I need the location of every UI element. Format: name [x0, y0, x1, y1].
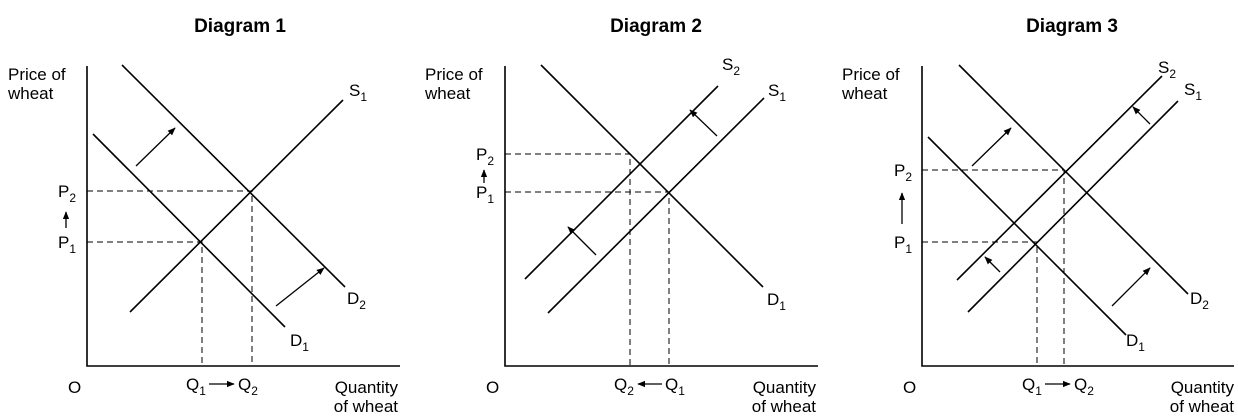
diagram-1: Diagram 1 Price of wheat O Quantity of w…: [7, 16, 400, 416]
diagram-3-curve-label-s1: S1: [1184, 80, 1202, 103]
diagram-2-x-axis-label-line-1: Quantity: [753, 378, 817, 397]
diagram-3-x-axis-label-line-1: Quantity: [1171, 378, 1235, 397]
diagram-3-y-axis-label-line-2: wheat: [841, 84, 888, 103]
diagram-1-curve-label-d1: D1: [290, 331, 309, 354]
diagram-1-quantity-label-q2: Q2: [238, 375, 258, 398]
diagram-3-curve-label-s2: S2: [1158, 58, 1176, 81]
diagram-3-supply-curve-s1: [967, 100, 1179, 313]
diagram-2-quantity-label-q1: Q1: [665, 375, 685, 398]
diagram-3-origin-label: O: [903, 378, 916, 397]
diagram-2-x-axis-label-line-2: of wheat: [752, 397, 817, 416]
diagram-1-demand-curve-d2: [121, 64, 346, 288]
diagram-2-price-label-p1: P1: [476, 183, 494, 206]
diagram-1-y-axis-label-line-1: Price of: [8, 65, 66, 84]
diagram-3-x-axis-label-line-2: of wheat: [1170, 397, 1235, 416]
diagram-2: Diagram 2 Price of wheat O Quantity of w…: [424, 16, 818, 416]
diagram-3-supply-shift-arrow-lower: [984, 256, 1001, 273]
diagram-3-demand-curve-d2: [958, 64, 1189, 295]
diagram-3-curve-label-d2: D2: [1190, 289, 1209, 312]
diagram-1-demand-curve-d1: [92, 133, 286, 328]
diagram-3-quantity-label-q1: Q1: [1022, 375, 1042, 398]
diagram-2-equilibrium-2-guides: [505, 153, 631, 366]
diagram-3-equilibrium-1-guides: [922, 241, 1038, 366]
diagram-1-supply-curve-s1: [129, 99, 344, 313]
diagram-3-quantity-label-q2: Q2: [1074, 375, 1094, 398]
diagram-3-axes: [921, 66, 1234, 367]
diagram-1-title: Diagram 1: [194, 16, 286, 37]
diagram-1-quantity-label-q1: Q1: [186, 375, 206, 398]
diagram-3-demand-shift-arrow-lower: [1111, 267, 1151, 307]
diagram-3-y-axis-label-line-1: Price of: [842, 65, 900, 84]
diagram-1-x-axis-label-line-1: Quantity: [335, 378, 399, 397]
diagram-2-quantity-label-q2: Q2: [614, 375, 634, 398]
diagram-2-supply-curve-s2: [524, 85, 719, 280]
diagram-2-supply-curve-s1: [547, 97, 765, 314]
diagram-3-demand-shift-arrow-upper: [971, 127, 1012, 167]
diagram-2-y-axis-label-line-1: Price of: [425, 65, 483, 84]
diagram-3-supply-shift-arrow-upper: [1132, 106, 1151, 125]
diagram-1-y-axis-label-line-2: wheat: [7, 84, 54, 103]
diagram-3-price-label-p1: P1: [894, 233, 912, 256]
diagram-2-supply-shift-arrow-lower: [567, 226, 597, 256]
diagram-1-demand-shift-arrow-lower: [275, 267, 325, 307]
diagram-1-demand-shift-arrow-upper: [135, 127, 176, 167]
diagram-1-curve-label-s1: S1: [349, 81, 367, 104]
diagram-2-y-axis-label-line-2: wheat: [424, 84, 471, 103]
diagram-1-equilibrium-1-guides: [87, 241, 203, 366]
diagram-3-price-label-p2: P2: [894, 161, 912, 184]
diagram-2-curve-label-s1: S1: [768, 81, 786, 104]
diagram-2-demand-curve-d1: [540, 64, 764, 288]
diagram-1-origin-label: O: [68, 378, 81, 397]
diagram-3-equilibrium-2-guides: [922, 169, 1065, 366]
diagram-3-title: Diagram 3: [1026, 16, 1118, 37]
diagram-1-axes: [86, 66, 400, 367]
diagram-1-x-axis-label-line-2: of wheat: [334, 397, 399, 416]
diagram-3-curve-label-d1: D1: [1126, 331, 1145, 354]
diagram-1-curve-label-d2: D2: [347, 289, 366, 312]
diagram-1-equilibrium-2-guides: [87, 190, 253, 366]
diagram-2-axes: [504, 66, 818, 367]
diagram-1-price-label-p1: P1: [58, 233, 76, 256]
diagram-2-price-label-p2: P2: [476, 145, 494, 168]
diagram-2-equilibrium-1-guides: [505, 191, 670, 366]
diagram-2-curve-label-d1: D1: [767, 290, 786, 313]
diagram-2-supply-shift-arrow-upper: [689, 109, 718, 137]
diagram-1-price-label-p2: P2: [58, 182, 76, 205]
diagram-3: Diagram 3 Price of wheat O Quantity of w…: [841, 16, 1234, 416]
diagram-2-title: Diagram 2: [610, 16, 702, 37]
diagram-3-supply-curve-s2: [956, 75, 1163, 281]
diagram-3-demand-curve-d1: [927, 136, 1127, 336]
diagram-2-curve-label-s2: S2: [722, 55, 740, 78]
diagram-2-origin-label: O: [486, 378, 499, 397]
